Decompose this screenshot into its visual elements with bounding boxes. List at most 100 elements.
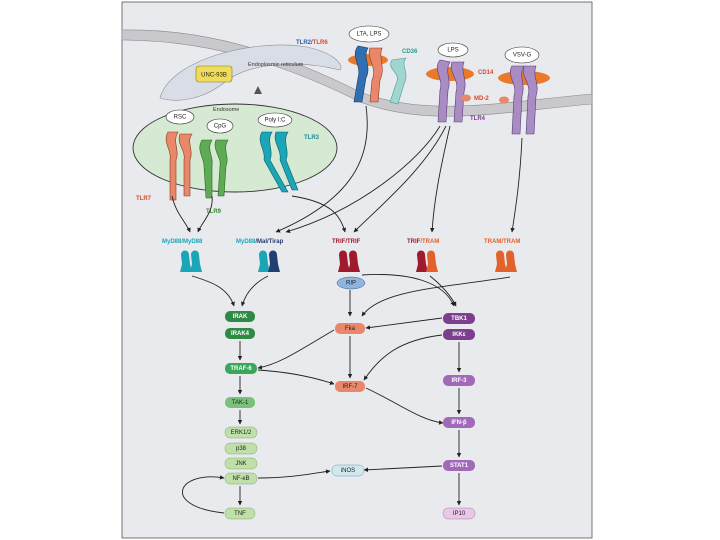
adaptor-tram-tram: TRAM/TRAM bbox=[484, 239, 520, 245]
trif-c-text: TRIF bbox=[407, 239, 421, 245]
myd88-b-text: MyD88 bbox=[183, 239, 203, 245]
irak-box bbox=[225, 311, 255, 322]
arrow-tram-tbk1 bbox=[429, 275, 457, 307]
trif-tram-dimer-icon bbox=[416, 250, 438, 272]
tlr7-label: TLR7 bbox=[136, 196, 152, 202]
rip-label: RIP bbox=[346, 281, 356, 287]
tirap-slash-text: / bbox=[267, 239, 269, 245]
arrow-tram-fka bbox=[361, 276, 511, 317]
fka-label: Fka bbox=[345, 326, 356, 332]
ssrna-label: RSC bbox=[174, 115, 187, 121]
arrow-nfkb-inos bbox=[257, 469, 331, 479]
ifnb-label: IFN-β bbox=[451, 420, 467, 426]
tnf-box bbox=[224, 507, 256, 520]
ip10-label: IP10 bbox=[453, 511, 466, 517]
myd88-c-text: MyD88 bbox=[236, 239, 256, 245]
cpg-ligand-bubble bbox=[206, 118, 234, 134]
tram-slash-text: / bbox=[420, 239, 422, 245]
irf3-label: IRF-3 bbox=[452, 378, 468, 384]
stat1-box bbox=[443, 460, 475, 471]
ikki-label: IKKε bbox=[452, 332, 465, 338]
vsvg-label: VSV-G bbox=[513, 53, 532, 59]
arrow-trif-tbk1 bbox=[361, 274, 455, 307]
irf7-label: IRF-7 bbox=[343, 384, 359, 390]
tlr6-text: TLR6 bbox=[313, 40, 329, 46]
arrow-fka-traf6 bbox=[257, 329, 335, 370]
ssrna-ligand-bubble bbox=[165, 109, 195, 125]
polyic-label: Poly I:C bbox=[264, 118, 286, 124]
cd36-receptor-icon bbox=[389, 57, 407, 105]
arrow-tlr4-tram bbox=[430, 125, 451, 233]
tlr2-text: TLR2 bbox=[296, 40, 312, 46]
irf3-box bbox=[443, 375, 475, 386]
md2-dot bbox=[461, 94, 471, 102]
cd14-label: CD14 bbox=[478, 70, 494, 76]
endosome bbox=[132, 103, 338, 193]
trif-a-text: TRIF bbox=[332, 239, 346, 245]
mal-slash-text: / bbox=[255, 239, 257, 245]
irf7-box bbox=[335, 381, 365, 392]
tlr4-receptor-icon bbox=[436, 59, 466, 123]
tram-slash2-text: / bbox=[501, 239, 503, 245]
unc93b-arrow-icon bbox=[254, 86, 262, 94]
tbk1-box bbox=[443, 313, 475, 324]
arrow-tnf-feedback bbox=[182, 475, 225, 514]
polyic-ligand-bubble bbox=[257, 112, 293, 128]
myd88-slash-text: / bbox=[181, 239, 183, 245]
endosome-label: Endosome bbox=[213, 107, 239, 113]
tlr9-label: TLR9 bbox=[206, 209, 222, 215]
vsvg-ligand-bubble bbox=[504, 46, 540, 64]
tlr-slash-text: / bbox=[311, 40, 313, 46]
arrow-tlr4-mal bbox=[285, 125, 441, 234]
unc93b-label: UNC-93B bbox=[201, 73, 227, 79]
traf6-box bbox=[225, 363, 257, 374]
tlr3-receptor-icon bbox=[259, 131, 299, 193]
nfkb-label: NF-κB bbox=[233, 476, 250, 482]
jnk-box bbox=[224, 457, 258, 470]
p38-label: p38 bbox=[236, 446, 247, 452]
irak4-label: IRAK4 bbox=[231, 331, 250, 337]
arrow-tlr7-myd88 bbox=[171, 195, 191, 233]
nfkb-box bbox=[224, 472, 258, 485]
inos-box bbox=[331, 464, 365, 477]
myd88-dimer-icon bbox=[180, 250, 202, 272]
lps-ligand-bubble bbox=[437, 42, 469, 58]
lta-lps-label: LTA, LPS bbox=[357, 32, 382, 38]
irak-label: IRAK bbox=[233, 314, 248, 320]
cd14-collar-left bbox=[426, 67, 474, 81]
tlr4-label: TLR4 bbox=[470, 116, 486, 122]
arrow-stat1-inos bbox=[363, 465, 443, 473]
mal-text: Mal bbox=[257, 239, 267, 245]
traf6-label: TRAF-6 bbox=[230, 366, 252, 372]
arrow-tlr9-myd88 bbox=[197, 195, 213, 233]
tlr3-label: TLR3 bbox=[304, 135, 320, 141]
erk-label: ERK1/2 bbox=[231, 430, 252, 436]
arrow-traf6-irf7 bbox=[257, 369, 335, 385]
adaptor-trif-trif: TRIF/TRIF bbox=[332, 239, 361, 245]
arrow-tlr4-trif bbox=[353, 125, 447, 233]
trif-dimer-icon bbox=[338, 250, 360, 272]
tbk1-label: TBK1 bbox=[451, 316, 467, 322]
tram-dimer-icon bbox=[495, 250, 517, 272]
adaptor-myd88-myd88: MyD88/MyD88 bbox=[162, 239, 203, 245]
cpg-label: CpG bbox=[214, 124, 227, 130]
tak1-label: TAK-1 bbox=[232, 400, 249, 406]
arrow-mal-irak bbox=[240, 275, 269, 307]
endoplasmic-reticulum bbox=[159, 44, 342, 101]
tlr7-receptor-icon bbox=[165, 131, 193, 201]
inos-label: iNOS bbox=[341, 468, 355, 474]
tlr4-vsvg-receptor-icon bbox=[510, 65, 538, 135]
lps-label: LPS bbox=[447, 48, 458, 54]
tnf-label: TNF bbox=[234, 511, 246, 517]
tak1-box bbox=[225, 397, 255, 408]
arrow-tbk1-fka bbox=[365, 317, 443, 330]
tlr2-label: TLR2/TLR6 bbox=[296, 40, 328, 46]
tram-c-text: TRAM bbox=[503, 239, 520, 245]
fka-box bbox=[335, 323, 365, 334]
adaptor-myd88-mal: MyD88/Mal/Tirap bbox=[236, 239, 284, 245]
arrow-irf7-ifnb bbox=[365, 387, 444, 425]
arrow-myd88-irak bbox=[191, 275, 235, 307]
tirap-text: Tirap bbox=[269, 239, 284, 245]
erk-box bbox=[224, 426, 258, 439]
er-label: Endoplasmic reticulum bbox=[248, 62, 304, 68]
